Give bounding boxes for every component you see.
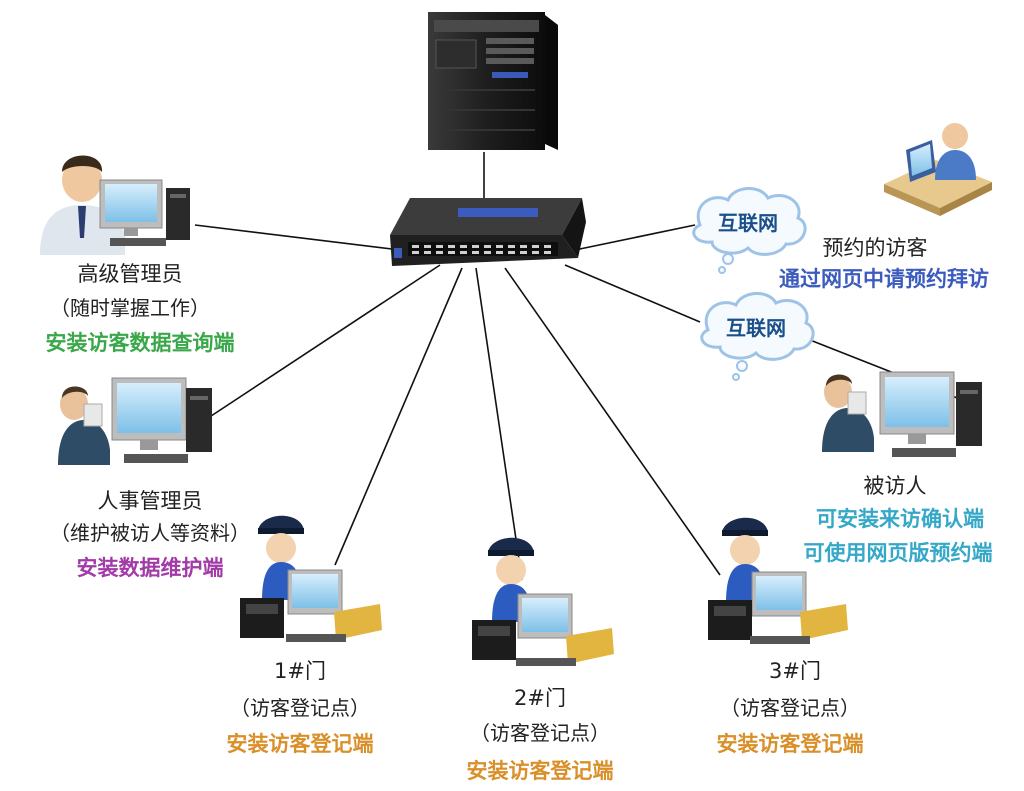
booked-visitor-icon <box>884 123 992 216</box>
cloud-label: 互联网 <box>718 211 778 235</box>
gate-3-guard-station-icon <box>708 517 848 644</box>
visited-person-software-1: 可安装来访确认端 <box>816 507 984 531</box>
hr-admin-software: 安装数据维护端 <box>76 556 224 580</box>
link-gate-1 <box>334 267 463 566</box>
gate-1-note: （访客登记点） <box>230 696 370 720</box>
link-cloud-2 <box>564 264 701 323</box>
link-senior-admin <box>194 224 401 251</box>
gate-1-software: 安装访客登记端 <box>226 732 374 756</box>
gate-2-software: 安装访客登记端 <box>466 759 614 783</box>
link-hr-admin <box>204 264 441 421</box>
network-switch-icon <box>390 198 586 266</box>
booked-visitor-software: 通过网页中请预约拜访 <box>779 267 989 291</box>
visited-person-title: 被访人 <box>863 474 927 498</box>
server-tower-icon <box>428 12 558 150</box>
hr-admin-workstation-icon <box>58 377 212 465</box>
gate-1-title: 1#门 <box>274 659 326 683</box>
visited-person-workstation-icon <box>822 371 982 457</box>
gate-3-note: （访客登记点） <box>720 696 860 720</box>
gate-2-title: 2#门 <box>514 686 566 710</box>
gate-2-guard-station-icon <box>472 537 614 666</box>
gate-3-software: 安装访客登记端 <box>716 732 864 756</box>
senior-admin-title: 高级管理员 <box>77 262 183 286</box>
internet-cloud-icon: 互联网 <box>692 187 807 274</box>
gate-3-title: 3#门 <box>769 659 821 683</box>
hr-admin-title: 人事管理员 <box>97 489 203 513</box>
internet-cloud-icon: 互联网 <box>700 292 815 381</box>
gate-1-guard-station-icon <box>240 515 382 642</box>
senior-admin-software: 安装访客数据查询端 <box>45 331 235 355</box>
booked-visitor-title: 预约的访客 <box>822 236 928 260</box>
link-gate-2 <box>475 267 523 581</box>
hr-admin-note: （维护被访人等资料） <box>50 521 250 545</box>
gate-2-note: （访客登记点） <box>470 721 610 745</box>
link-gate-3 <box>504 267 721 576</box>
link-cloud-1 <box>574 224 696 251</box>
senior-admin-note: （随时掌握工作） <box>50 296 210 320</box>
cloud-label: 互联网 <box>726 316 786 340</box>
senior-admin-workstation-icon <box>40 155 190 255</box>
visited-person-software-2: 可使用网页版预约端 <box>803 541 993 565</box>
